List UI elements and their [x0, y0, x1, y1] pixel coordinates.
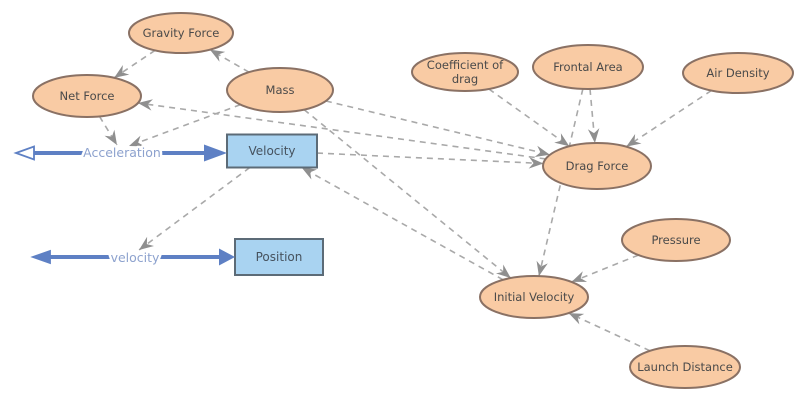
flow-acceleration[interactable]: Acceleration [13, 143, 227, 163]
flow-arrowhead-right-velocity [219, 248, 235, 266]
stock-label-position: Position [256, 250, 303, 264]
variable-shape-frontal_area[interactable] [532, 44, 644, 90]
variable-label-frontal_area: Frontal Area [553, 60, 622, 74]
variable-label-drag_force: Drag Force [566, 159, 629, 173]
link-coefficient_of_drag-to-drag_force[interactable] [488, 88, 570, 147]
variable-shape-initial_velocity[interactable] [479, 275, 589, 319]
flow-arrowhead-right-acceleration [204, 144, 227, 162]
stock-shape-velocity[interactable] [226, 133, 318, 169]
link-mass-to-acceleration_valve[interactable] [128, 103, 241, 147]
variable-shape-air_density[interactable] [682, 52, 794, 94]
link-velocity-to-velocity_valve[interactable] [138, 166, 251, 251]
variable-mass[interactable]: Mass [226, 67, 334, 113]
variable-label-pressure: Pressure [651, 233, 700, 247]
variable-initial_velocity[interactable]: Initial Velocity [479, 275, 589, 319]
variable-shape-net_force[interactable] [32, 74, 142, 118]
link-launch_distance-to-initial_velocity[interactable] [568, 312, 651, 352]
flow-arrowhead-left-velocity [30, 249, 51, 265]
link-gravity_force-to-net_force[interactable] [113, 49, 156, 79]
variable-shape-drag_force[interactable] [542, 142, 652, 190]
link-mass-to-drag_force[interactable] [325, 100, 551, 157]
flow-velocity[interactable]: velocity [30, 248, 235, 268]
link-frontal_area-to-drag_force[interactable] [587, 88, 600, 144]
variable-shape-coefficient_of_drag[interactable] [411, 52, 519, 92]
link-net_force-to-acceleration_valve[interactable] [98, 116, 118, 146]
stock-label-velocity: Velocity [248, 144, 295, 158]
flows-layer: Acceleration velocity [13, 143, 235, 268]
variable-launch_distance[interactable]: Launch Distance [629, 345, 741, 389]
variable-shape-mass[interactable] [226, 67, 334, 113]
variable-label-net_force: Net Force [60, 89, 115, 103]
stock-position[interactable]: Position [234, 238, 324, 276]
variable-label-mass: Mass [266, 83, 295, 97]
flow-valve-label-velocity[interactable]: velocity [108, 248, 162, 268]
link-pressure-to-initial_velocity[interactable] [571, 254, 639, 283]
link-velocity-to-drag_force[interactable] [316, 152, 544, 169]
variable-air_density[interactable]: Air Density [682, 52, 794, 94]
variable-shape-launch_distance[interactable] [629, 345, 741, 389]
variable-shape-gravity_force[interactable] [128, 12, 234, 54]
variable-pressure[interactable]: Pressure [621, 218, 731, 262]
link-initial_velocity-to-velocity[interactable] [301, 166, 504, 281]
links-layer [98, 48, 712, 352]
variable-frontal_area[interactable]: Frontal Area [532, 44, 644, 90]
flow-arrowhead-left-acceleration [13, 145, 35, 161]
variable-gravity_force[interactable]: Gravity Force [128, 12, 234, 54]
link-air_density-to-drag_force[interactable] [625, 89, 712, 148]
flow-valve-label-acceleration[interactable]: Acceleration [81, 143, 164, 163]
variable-label-launch_distance: Launch Distance [637, 360, 733, 374]
variable-label-initial_velocity: Initial Velocity [494, 290, 575, 304]
stock-velocity[interactable]: Velocity [226, 133, 318, 169]
variable-label-gravity_force: Gravity Force [143, 26, 220, 40]
variable-drag_force[interactable]: Drag Force [542, 142, 652, 190]
link-mass-to-initial_velocity[interactable] [303, 108, 512, 279]
variable-shape-pressure[interactable] [621, 218, 731, 262]
link-mass-to-gravity_force[interactable] [209, 48, 250, 73]
link-drag_force-to-net_force[interactable] [137, 99, 546, 160]
variable-net_force[interactable]: Net Force [32, 74, 142, 118]
variable-label-air_density: Air Density [706, 66, 769, 80]
